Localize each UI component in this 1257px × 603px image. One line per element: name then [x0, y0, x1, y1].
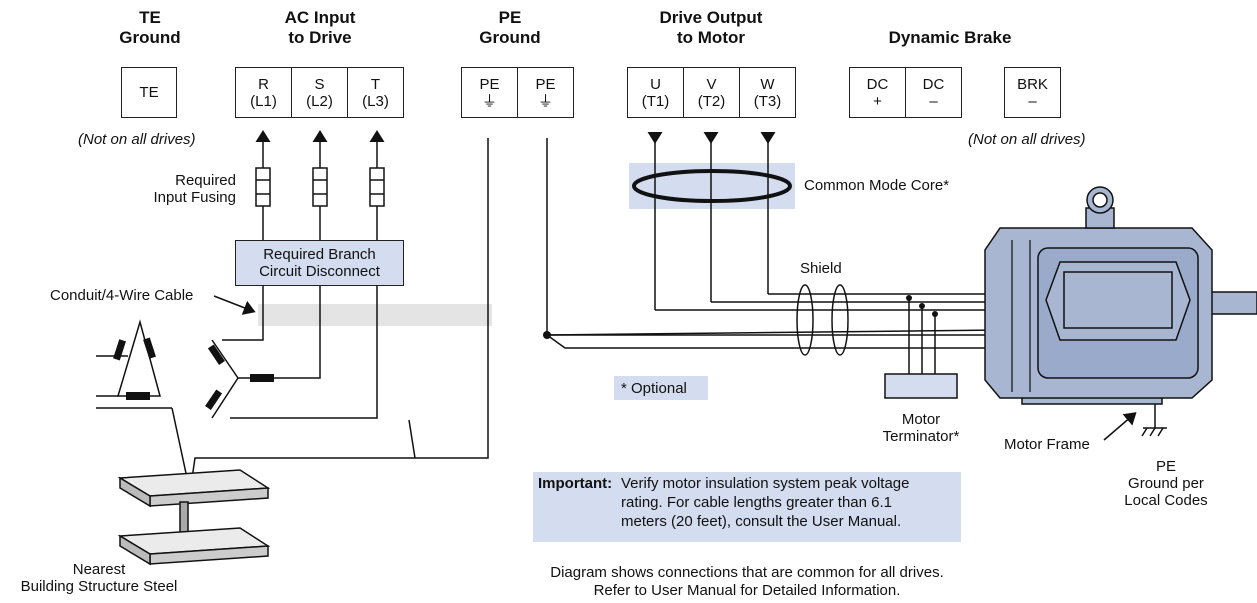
terminal-dc-minus: DC – — [905, 67, 962, 118]
motor-terminator-line1: Motor — [901, 411, 941, 428]
not-on-all-drives-left: (Not on all drives) — [78, 131, 196, 148]
fuse-s — [312, 167, 328, 207]
te-ground-header-line2: Ground — [119, 28, 181, 47]
nearest-steel-line2: Building Structure Steel — [20, 578, 178, 595]
te-ground-header-line1: TE — [139, 8, 161, 27]
shield-label: Shield — [800, 260, 842, 277]
drive-output-header: Drive Output to Motor — [646, 8, 776, 48]
drive-output-header-line1: Drive Output — [659, 8, 763, 27]
terminal-w-name: W — [760, 75, 775, 93]
fuse-r — [255, 167, 271, 207]
branch-disconnect-line1: Required Branch — [263, 246, 376, 263]
terminal-t: T (L3) — [347, 67, 404, 118]
pe-ground-header-line2: Ground — [479, 28, 541, 47]
terminal-w: W (T3) — [739, 67, 796, 118]
motor-terminator-box — [884, 373, 958, 399]
input-fusing-line2: Input Fusing — [153, 189, 236, 206]
motor-terminator-label: Motor Terminator* — [876, 411, 966, 445]
terminal-pe-2: PE ⏚ — [517, 67, 574, 118]
nearest-steel-label: Nearest Building Structure Steel — [0, 561, 198, 595]
drive-output-header-line2: to Motor — [677, 28, 745, 47]
pe-ground-header: PE Ground — [470, 8, 550, 48]
motor — [984, 186, 1257, 405]
conduit-label: Conduit/4-Wire Cable — [50, 287, 194, 304]
terminal-dc-minus-sign: – — [929, 92, 938, 110]
terminal-u-code: (T1) — [641, 92, 670, 110]
nearest-steel-line1: Nearest — [72, 561, 126, 578]
pe-ground-header-line1: PE — [498, 8, 522, 27]
dynamic-brake-header: Dynamic Brake — [888, 28, 1012, 47]
terminal-w-code: (T3) — [753, 92, 782, 110]
optional-note: * Optional — [614, 376, 708, 400]
s-feed-wire — [288, 286, 321, 379]
terminal-r-name: R — [258, 75, 269, 93]
delta-source — [116, 319, 161, 397]
terminal-dc-plus-sign: + — [873, 92, 882, 110]
not-on-all-drives-right: (Not on all drives) — [968, 131, 1086, 148]
branch-disconnect-line2: Circuit Disconnect — [259, 263, 380, 280]
pe-local-line2: Ground per — [1128, 475, 1204, 492]
terminal-s: S (L2) — [291, 67, 348, 118]
terminal-u: U (T1) — [627, 67, 684, 118]
input-fusing-line1: Required — [175, 172, 236, 189]
terminal-brk-name: BRK — [1017, 75, 1048, 93]
terminal-t-name: T — [370, 75, 381, 93]
common-mode-core — [632, 169, 792, 203]
important-text-line2: rating. For cable lengths greater than 6… — [621, 494, 892, 511]
terminal-dc-plus: DC + — [849, 67, 906, 118]
terminal-pe-1-label: PE — [479, 75, 500, 93]
branch-disconnect-box: Required Branch Circuit Disconnect — [235, 240, 404, 286]
building-steel-beam — [117, 469, 271, 566]
conduit-arrow — [213, 295, 256, 315]
input-fusing-label: Required Input Fusing — [130, 172, 236, 206]
terminal-r-code: (L1) — [250, 92, 277, 110]
terminal-te: TE — [121, 67, 177, 118]
footer-line2: Refer to User Manual for Detailed Inform… — [593, 582, 901, 599]
terminal-v-name: V — [706, 75, 717, 93]
terminal-brk: BRK – — [1004, 67, 1061, 118]
terminal-t-code: (L3) — [362, 92, 389, 110]
terminal-pe-2-label: PE — [535, 75, 556, 93]
terminal-brk-sign: – — [1028, 92, 1037, 110]
pe-local-label: PE Ground per Local Codes — [1116, 458, 1216, 509]
shield-left — [796, 284, 814, 356]
important-note: Important: Verify motor insulation syste… — [533, 472, 961, 542]
terminal-v: V (T2) — [683, 67, 740, 118]
important-text-line1: Verify motor insulation system peak volt… — [621, 475, 910, 492]
terminal-te-label: TE — [139, 84, 159, 101]
t-feed-wire — [230, 286, 378, 419]
important-label: Important: — [538, 475, 613, 492]
common-mode-core-label: Common Mode Core* — [804, 177, 950, 194]
footer-line1: Diagram shows connections that are commo… — [550, 564, 944, 581]
terminal-s-code: (L2) — [306, 92, 333, 110]
footer-note: Diagram shows connections that are commo… — [527, 564, 967, 600]
motor-terminator-line2: Terminator* — [882, 428, 960, 445]
fuse-t — [369, 167, 385, 207]
terminal-v-code: (T2) — [697, 92, 726, 110]
terminal-u-name: U — [650, 75, 661, 93]
ac-input-header: AC Input to Drive — [270, 8, 370, 48]
important-text: Verify motor insulation system peak volt… — [621, 474, 909, 531]
important-text-line3: meters (20 feet), consult the User Manua… — [621, 513, 902, 530]
ac-input-header-line2: to Drive — [288, 28, 352, 47]
terminal-dc-plus-name: DC — [866, 75, 889, 93]
terminal-dc-minus-name: DC — [922, 75, 945, 93]
pe-local-line1: PE — [1155, 458, 1176, 475]
pe-local-line3: Local Codes — [1124, 492, 1208, 509]
conduit-band — [258, 304, 492, 326]
r-feed-wire — [222, 286, 264, 341]
shield-right — [831, 284, 849, 356]
motor-frame-label: Motor Frame — [1004, 436, 1090, 453]
terminal-pe-1: PE ⏚ — [461, 67, 518, 118]
ground-symbol-icon: ⏚ — [481, 92, 497, 110]
terminal-r: R (L1) — [235, 67, 292, 118]
ground-symbol-icon: ⏚ — [537, 92, 553, 110]
te-ground-header: TE Ground — [110, 8, 190, 48]
motor-frame-arrow — [1103, 412, 1137, 441]
ac-input-header-line1: AC Input — [284, 8, 356, 27]
terminal-s-name: S — [314, 75, 325, 93]
